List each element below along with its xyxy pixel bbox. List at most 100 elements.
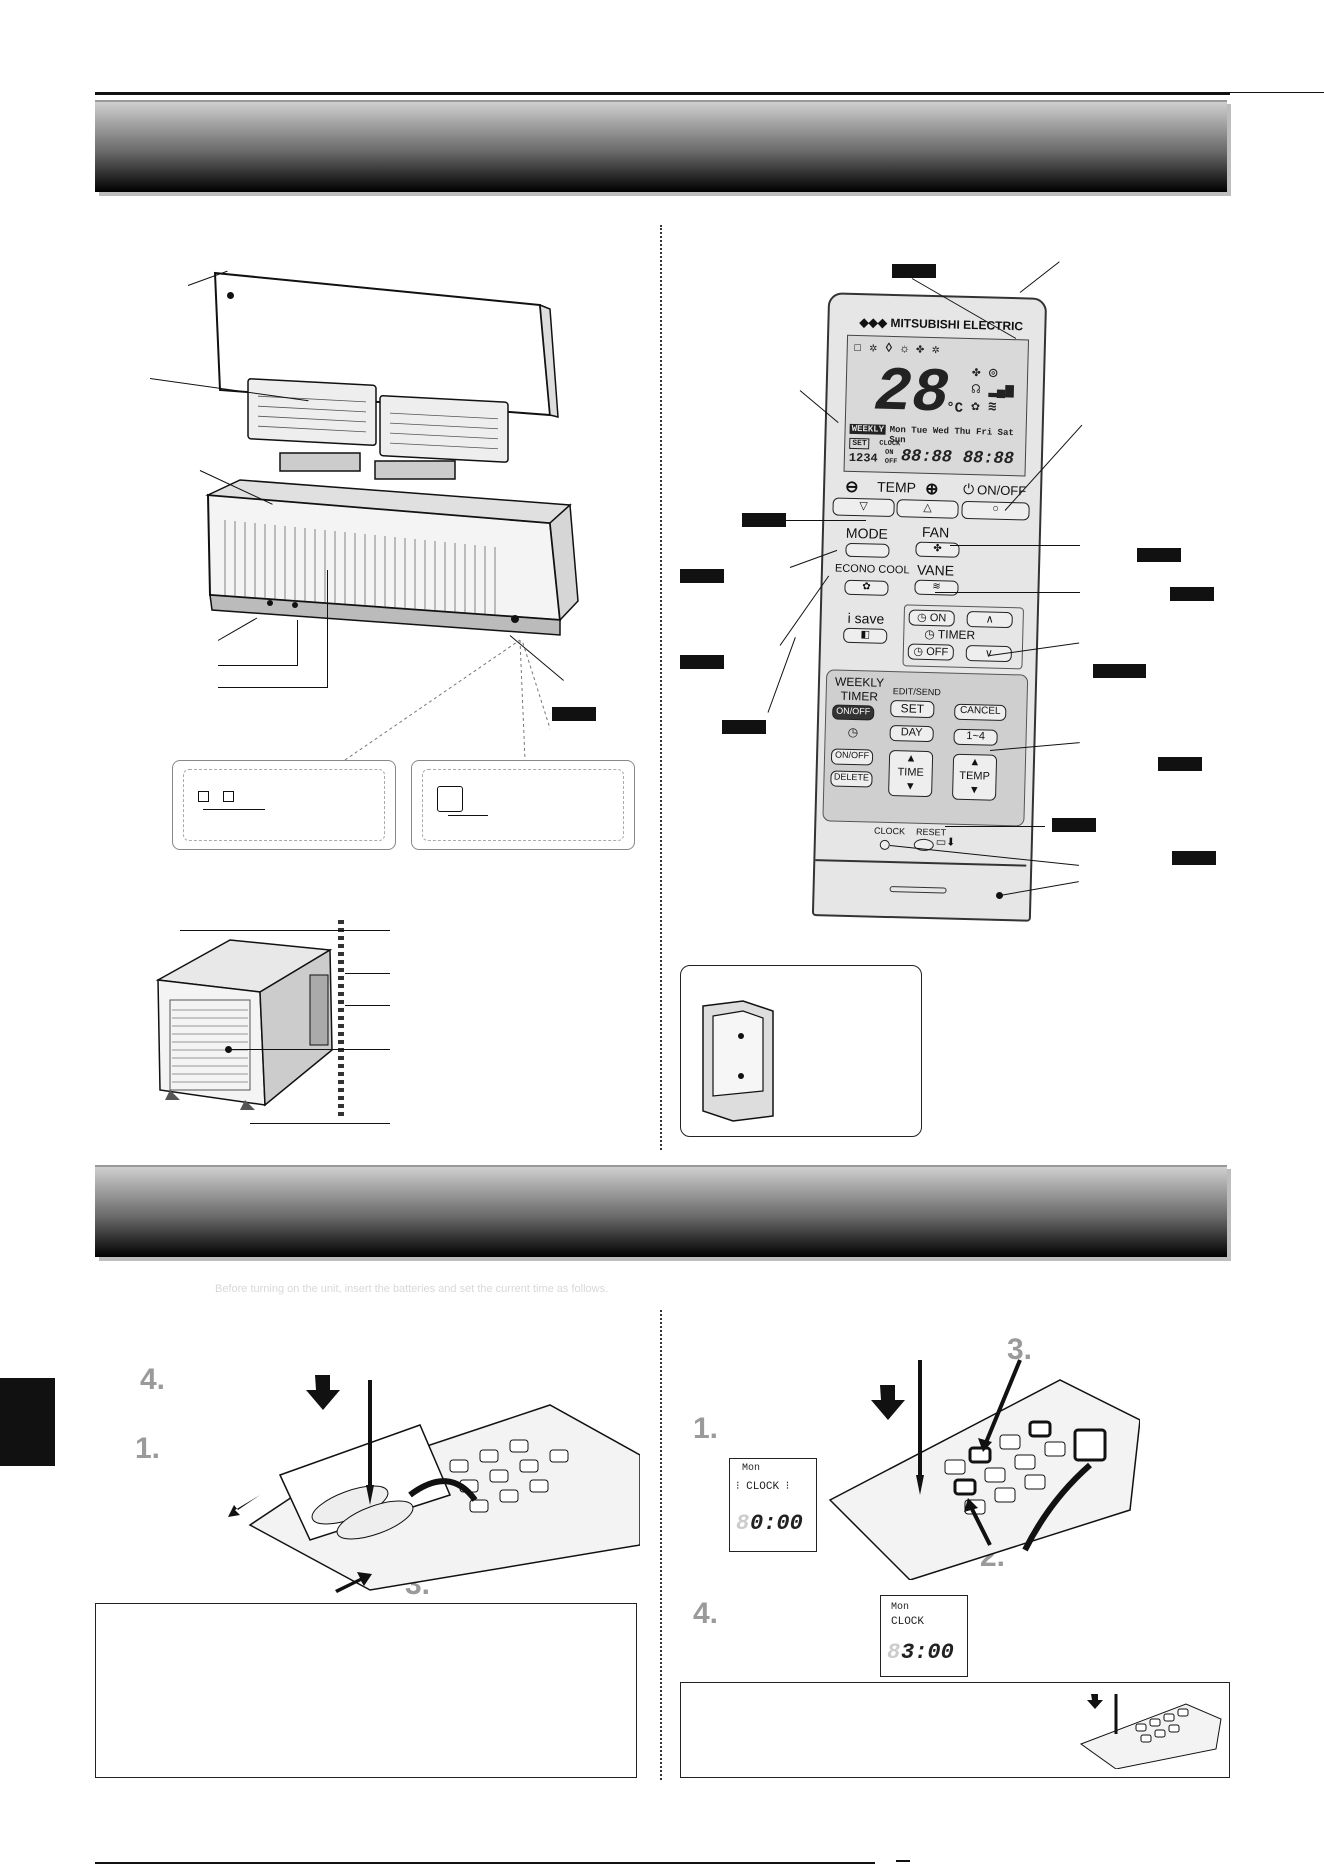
onoff-label: ON/OFF [976, 482, 1027, 499]
remote-tag-temp [742, 513, 786, 527]
clock-label-1: ⁝ CLOCK ⁝ [736, 1481, 790, 1493]
clock-display-2: Mon CLOCK 8 3:00 [880, 1595, 968, 1677]
remote-tag-timer [1093, 664, 1146, 678]
display-time2: 88:88 [962, 448, 1015, 470]
bottom-rule [95, 1862, 875, 1864]
time-button[interactable]: ▲TIME▼ [888, 749, 934, 798]
timer-panel: ◷ ON ∧ ◷ TIMER ◷ OFF ∨ [902, 604, 1025, 670]
remote-tag-fan [1137, 548, 1181, 562]
temp-plus-icon: ⊕ [924, 480, 939, 499]
clock-day-1: Mon [742, 1463, 761, 1474]
header-band-parts [95, 100, 1227, 192]
temp2-button[interactable]: ▲TEMP▼ [951, 753, 998, 801]
clock-button[interactable] [879, 839, 890, 851]
econo-cool-button[interactable]: ✿ [844, 579, 889, 596]
holder-illustration [702, 1000, 774, 1122]
faint-intro-line: Before turning on the unit, insert the b… [215, 1283, 609, 1295]
display-days: Mon Tue Wed Thu Fri Sat Sun [889, 424, 1014, 446]
temp-minus-icon: ⊖ [844, 478, 859, 497]
outdoor-leader-3 [345, 1005, 390, 1006]
onoff2-button[interactable]: ON/OFF [830, 748, 874, 766]
outdoor-unit-illustration [155, 939, 333, 1110]
display-off: OFF [884, 457, 898, 467]
onoff-button[interactable]: ○ [961, 500, 1030, 521]
clock-symbol-icon: ◷ [847, 724, 859, 740]
temp-label: TEMP [876, 478, 917, 496]
battery-cover [815, 859, 1027, 867]
cancel-button[interactable]: CANCEL [954, 703, 1007, 722]
weekly-label: WEEKLY [834, 674, 885, 690]
remote-tag-vane [1170, 587, 1214, 601]
remote-tag-isave [722, 720, 766, 734]
clock-display-1: Mon ⁝ CLOCK ⁝ 8 0:00 [729, 1458, 817, 1552]
timer-label: ◷ TIMER [924, 626, 976, 643]
clock-setting-illustration [828, 1359, 1140, 1580]
set-button[interactable]: SET [890, 700, 935, 719]
clock-dim-digit-2: 8 [887, 1640, 901, 1665]
clock-dim-digit-1: 8 [736, 1511, 750, 1536]
clock-label-2: CLOCK [891, 1616, 925, 1628]
display-nums: 1234 [848, 450, 878, 466]
outdoor-front-dot [225, 1046, 232, 1053]
display-clock: CLOCK [879, 439, 901, 449]
timer-on-button[interactable]: ◷ ON [908, 609, 955, 627]
clock-label: CLOCK [873, 825, 906, 837]
front-panel-dot [227, 292, 234, 299]
weekly-timer-panel: WEEKLY TIMER ON/OFF EDIT/SEND SET CANCEL… [822, 669, 1029, 827]
mode-icons-row: ☐ ✲ ◊ ☼ ✤ ✲ [853, 339, 940, 358]
indoor-tag-1 [552, 707, 596, 721]
outdoor-pipe [338, 920, 344, 1120]
column-divider-top [660, 225, 662, 1150]
remote-holder-panel [680, 965, 922, 1137]
display-temp: 28 [873, 356, 950, 430]
callout-box-left [172, 760, 396, 850]
callout-dotted-leaders [344, 639, 550, 761]
battery-icon: ▭⬇ [935, 836, 956, 849]
delete-button[interactable]: DELETE [830, 770, 873, 788]
language-side-tab [0, 1378, 55, 1466]
clock-time-1: 0:00 [750, 1511, 803, 1536]
edit-send-label: EDIT/SEND [892, 686, 941, 698]
clock-day-2: Mon [891, 1602, 910, 1613]
outdoor-leader-top [180, 930, 390, 931]
outdoor-leader-2 [345, 973, 390, 974]
remote-leader-body [1019, 261, 1060, 293]
bar-leader-v [297, 620, 298, 665]
cover-slot [889, 886, 947, 894]
top-rule-extension [1230, 92, 1324, 93]
timer-off-button[interactable]: ◷ OFF [907, 643, 955, 661]
weekly-timer-label: TIMER [840, 688, 879, 704]
clock-step-4: 4. [693, 1597, 719, 1630]
isave-button[interactable]: ◧ [843, 627, 888, 644]
battery-note-box [95, 1603, 637, 1778]
display-on: ON [884, 448, 894, 458]
remote-tag-reset [1052, 818, 1096, 832]
temp-up-button[interactable]: △ [896, 499, 959, 519]
timer-up-button[interactable]: ∧ [966, 610, 1013, 629]
weekly-onoff-button[interactable]: ON/OFF [832, 704, 875, 721]
mode-button[interactable] [845, 542, 890, 558]
day-button[interactable]: DAY [889, 725, 934, 743]
clock-step-1: 1. [693, 1412, 719, 1445]
clock-note-illustration [1079, 1694, 1222, 1769]
temp-down-button[interactable]: ▽ [832, 497, 895, 518]
clock-note-box [680, 1682, 1230, 1778]
grille-leader-v [327, 570, 328, 688]
clock-time-2: 3:00 [901, 1640, 954, 1665]
vane-label: VANE [916, 561, 955, 579]
column-divider-bottom [660, 1310, 662, 1780]
display-time1: 88:88 [900, 447, 953, 468]
range-button[interactable]: 1~4 [953, 728, 998, 746]
callout-box-right [411, 760, 635, 850]
top-rule [95, 92, 1230, 95]
remote-leader-temp [786, 520, 866, 521]
econo-cool-label: ECONO COOL [834, 562, 910, 577]
battery-step-1: 1. [135, 1432, 161, 1465]
vane-button[interactable]: ≋ [914, 579, 959, 596]
remote-cover-dot [996, 892, 1003, 899]
grille-leader-h [218, 687, 328, 688]
isave-label: i save [847, 609, 885, 627]
lcd-display: ☐ ✲ ◊ ☼ ✤ ✲ 28 °C ✤ ◎☊ ▂▄▆✿ ≋ WEEKLY Mon… [843, 334, 1030, 477]
mode-label: MODE [845, 524, 889, 542]
remote-leader-vane [935, 592, 1080, 593]
